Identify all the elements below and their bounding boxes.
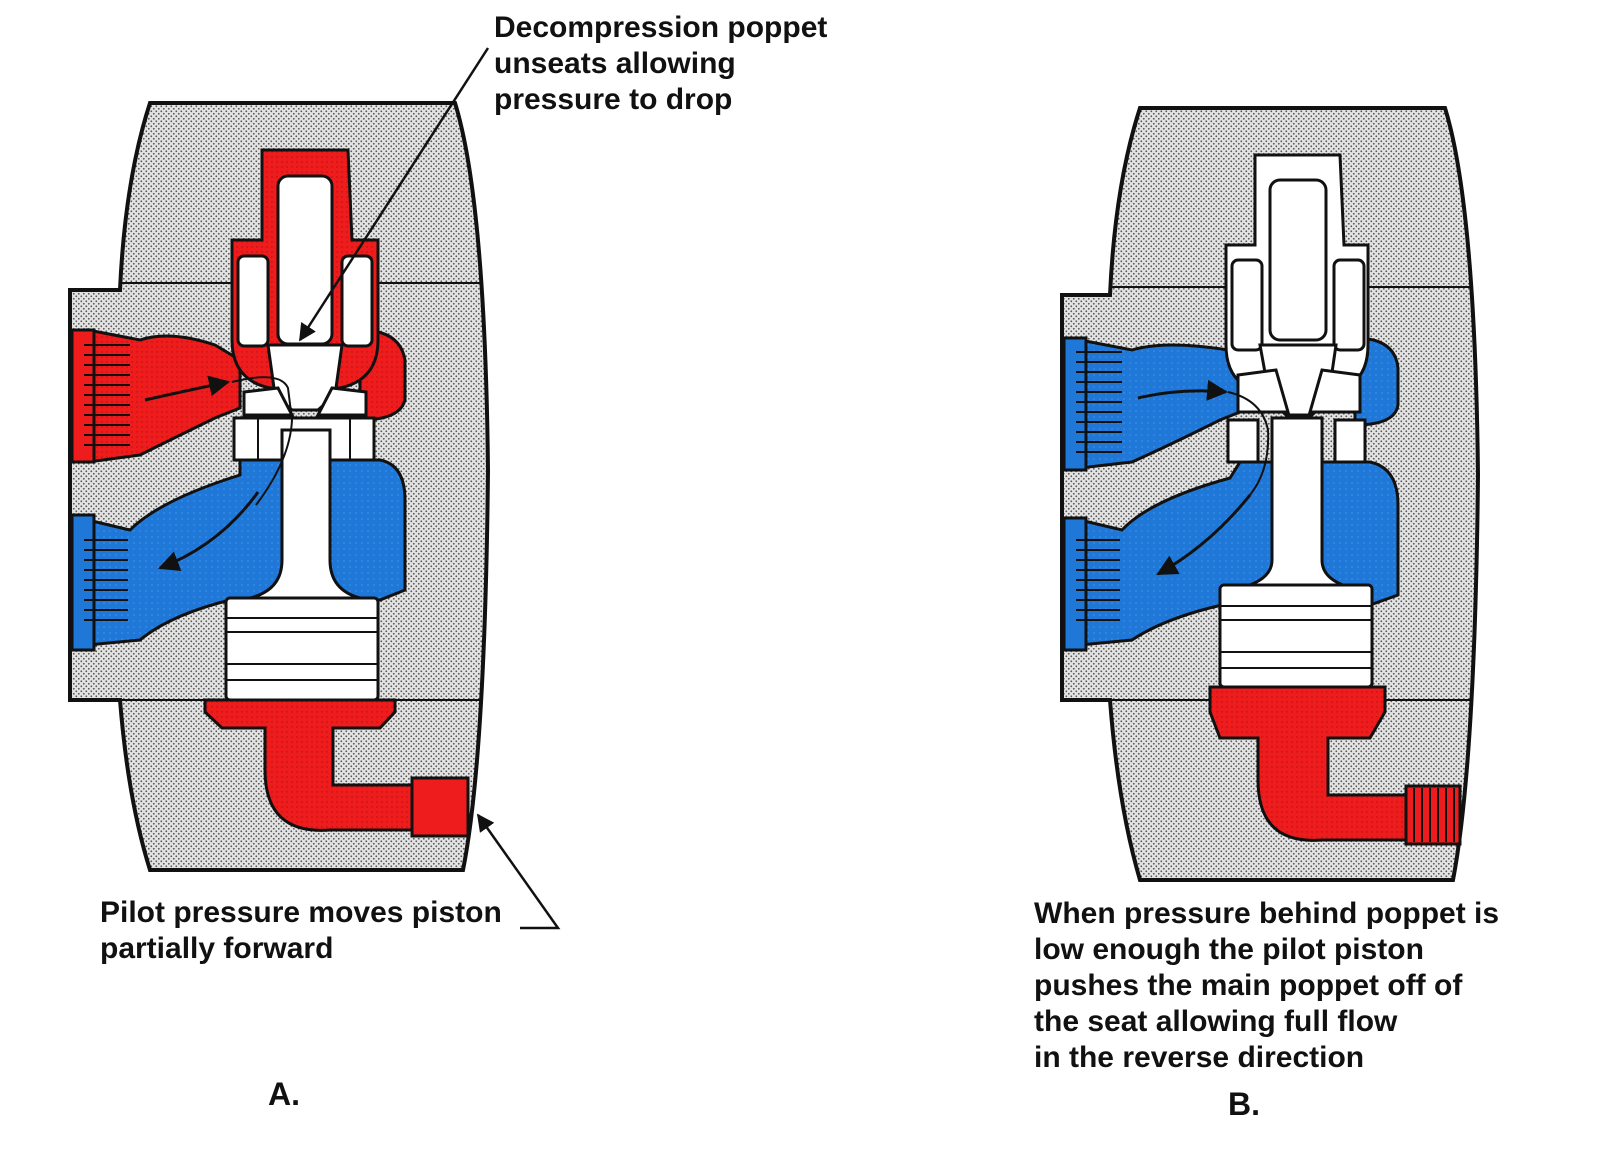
pilot-pressure-line bbox=[1208, 685, 1414, 842]
flow-arrow-icon bbox=[1227, 391, 1270, 496]
decompression-poppet-label: Decompression poppet unseats allowing pr… bbox=[494, 11, 828, 116]
leader-arrow-icon bbox=[476, 813, 561, 930]
pilot-piston bbox=[1218, 583, 1374, 689]
panel-a-valve bbox=[68, 47, 561, 930]
panel-b-letter: B. bbox=[1228, 1086, 1260, 1122]
flow-arrow-icon bbox=[1156, 494, 1252, 576]
leader-arrow-icon bbox=[298, 47, 490, 342]
flow-arrow-icon bbox=[158, 491, 260, 572]
pilot-pressure-line bbox=[203, 698, 420, 832]
flow-arrow-icon bbox=[231, 376, 294, 506]
flow-arrow-icon bbox=[1137, 379, 1229, 401]
pilot-pressure-label: Pilot pressure moves piston partially fo… bbox=[100, 896, 502, 965]
panel-b-valve bbox=[1060, 106, 1481, 882]
flow-arrow-icon bbox=[144, 375, 231, 402]
panel-a-letter: A. bbox=[268, 1076, 300, 1112]
return-chamber-upper bbox=[1062, 336, 1400, 472]
panel-b-caption: When pressure behind poppet is low enoug… bbox=[1034, 897, 1500, 1074]
pilot-piston bbox=[224, 596, 380, 702]
